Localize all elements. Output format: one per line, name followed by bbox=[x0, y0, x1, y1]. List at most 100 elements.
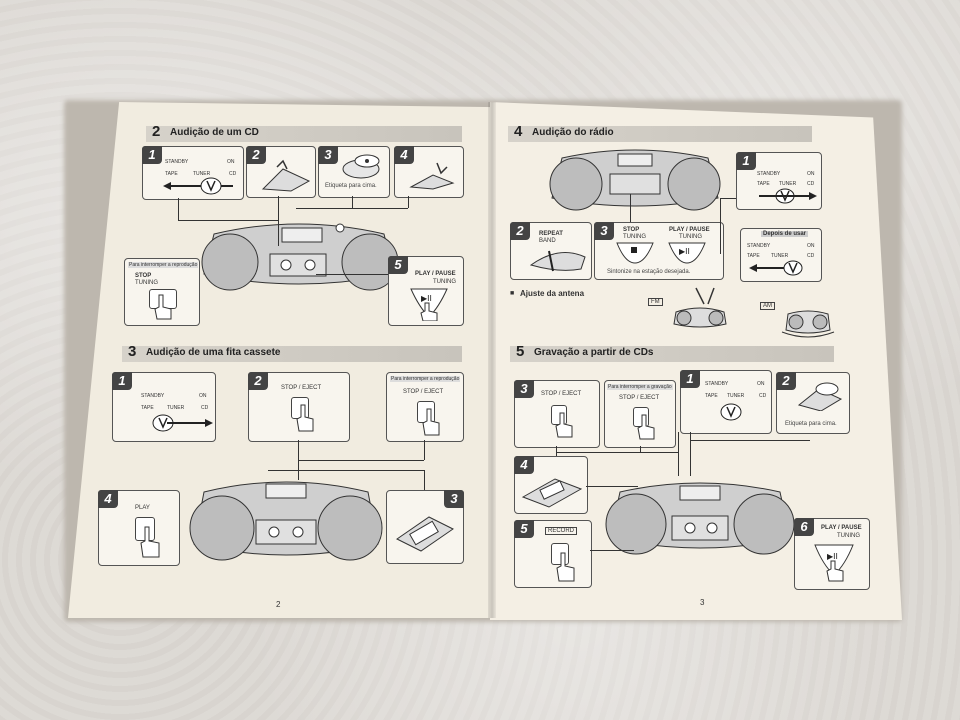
fm-antenna-boombox-icon bbox=[673, 287, 727, 328]
radio-boombox-illustration bbox=[549, 149, 721, 211]
connector-line bbox=[316, 274, 388, 275]
tune-station-caption: Sintonize na estação desejada. bbox=[607, 269, 691, 275]
rec-step-3-number: 3 bbox=[514, 380, 534, 398]
tape-step-4-number: 4 bbox=[98, 490, 118, 508]
rec-stop-eject-label: STOP / EJECT bbox=[541, 391, 582, 397]
cd-step-4-number: 4 bbox=[394, 146, 414, 164]
pressing-finger-icon bbox=[154, 294, 172, 320]
connector-line bbox=[298, 460, 424, 461]
tape-step-4-box: 4 PLAY bbox=[98, 490, 180, 566]
radio-play-sub: TUNING bbox=[679, 234, 702, 240]
svg-text:▶II: ▶II bbox=[679, 247, 690, 256]
switch-label-on: ON bbox=[807, 243, 815, 249]
tape-stop-eject-label: STOP / EJECT bbox=[281, 385, 322, 391]
recording-boombox-illustration bbox=[605, 482, 795, 555]
insert-cassette-icon bbox=[396, 516, 454, 552]
rec-play-label: PLAY / PAUSE bbox=[821, 525, 862, 531]
switch-label-cd: CD bbox=[807, 253, 815, 259]
switch-label-cd: CD bbox=[201, 405, 209, 411]
section-5-header: 5 Gravação a partir de CDs bbox=[510, 343, 834, 362]
insert-blank-cassette-icon bbox=[521, 478, 583, 508]
close-lid-icon bbox=[409, 162, 455, 190]
am-label: AM bbox=[760, 302, 775, 310]
after-use-box: Depois de usar STANDBY ON TAPE TUNER CD bbox=[740, 228, 822, 282]
rec-step-5-number: 5 bbox=[514, 520, 534, 538]
connector-line bbox=[424, 440, 425, 460]
antenna-bullet-icon: ■ bbox=[510, 290, 515, 297]
tape-step-1-box: 1 STANDBY ON TAPE TUNER CD bbox=[112, 372, 216, 442]
cd-step-3-box: 3 Etiqueta para cima. bbox=[318, 146, 390, 198]
section-3-header: 3 Audição de uma fita cassete bbox=[122, 343, 462, 362]
section-3-number: 3 bbox=[128, 343, 137, 360]
switch-label-standby: STANDBY bbox=[757, 171, 781, 177]
switch-label-standby: STANDBY bbox=[165, 159, 189, 165]
radio-step-2-number: 2 bbox=[510, 222, 530, 240]
cd-step-5-number: 5 bbox=[388, 256, 408, 274]
cd-stop-box: Para interromper a reprodução STOP TUNIN… bbox=[124, 258, 200, 326]
selector-switch-icon bbox=[749, 260, 803, 276]
radio-play-label: PLAY / PAUSE bbox=[669, 227, 710, 233]
section-4-header: 4 Audição do rádio bbox=[508, 123, 812, 142]
stop-tuning-button-icon bbox=[616, 242, 654, 264]
record-label: RECORD bbox=[545, 527, 578, 535]
switch-label-tuner: TUNER bbox=[193, 171, 211, 177]
rec-stop-box: Para interromper a gravação STOP / EJECT bbox=[604, 380, 676, 448]
switch-label-standby: STANDBY bbox=[747, 243, 771, 249]
svg-text:▶II: ▶II bbox=[421, 294, 432, 303]
left-page-number: 2 bbox=[276, 600, 281, 609]
switch-label-tape: TAPE bbox=[705, 393, 718, 399]
switch-label-tape: TAPE bbox=[141, 405, 154, 411]
section-2-title: Audição de um CD bbox=[170, 127, 259, 138]
play-pause-button-icon: ▶II bbox=[410, 288, 448, 321]
rec-step-4-box: 4 bbox=[514, 456, 588, 514]
switch-label-tape: TAPE bbox=[757, 181, 770, 187]
tape-step-1-number: 1 bbox=[112, 372, 132, 390]
rec-step-2-box: 2 Etiqueta para cima. bbox=[776, 372, 850, 434]
switch-label-tape: TAPE bbox=[165, 171, 178, 177]
band-label: BAND bbox=[539, 238, 556, 244]
connector-line bbox=[556, 446, 557, 456]
radio-step-3-number: 3 bbox=[594, 222, 614, 240]
tape-stop-label: STOP / EJECT bbox=[403, 389, 444, 395]
cd-step-3-number: 3 bbox=[318, 146, 338, 164]
rec-play-sub: TUNING bbox=[837, 533, 860, 539]
cd-boombox-illustration bbox=[201, 223, 399, 291]
open-lid-icon bbox=[261, 159, 311, 192]
after-use-header: Depois de usar bbox=[761, 231, 809, 237]
antenna-title: Ajuste da antena bbox=[520, 289, 585, 298]
switch-label-cd: CD bbox=[759, 393, 767, 399]
switch-label-tuner: TUNER bbox=[771, 253, 789, 259]
rec-step-3-box: 3 STOP / EJECT bbox=[514, 380, 600, 448]
cd-step-4-box: 4 bbox=[394, 146, 464, 198]
left-page: 2 Audição de um CD 1 STANDBY ON TAPE TUN… bbox=[68, 102, 494, 618]
connector-line bbox=[690, 432, 691, 476]
selector-switch-icon bbox=[720, 403, 742, 421]
radio-step-2-box: 2 REPEAT BAND bbox=[510, 222, 592, 280]
repeat-label: REPEAT bbox=[539, 231, 563, 237]
radio-step-3-box: 3 STOP TUNING PLAY / PAUSE TUNING ▶II Si… bbox=[594, 222, 724, 280]
section-2-number: 2 bbox=[152, 123, 161, 140]
pressing-finger-icon bbox=[296, 404, 314, 432]
pressing-finger-icon bbox=[140, 526, 160, 558]
cd-play-label: PLAY / PAUSE bbox=[415, 271, 456, 277]
section-5-number: 5 bbox=[516, 343, 525, 360]
connector-line bbox=[178, 220, 278, 221]
connector-line bbox=[296, 208, 408, 209]
tape-boombox-illustration bbox=[189, 481, 383, 561]
pressing-finger-icon bbox=[555, 412, 573, 438]
cd-step-2-number: 2 bbox=[246, 146, 266, 164]
rec-step-6-number: 6 bbox=[794, 518, 814, 536]
rec-step-6-box: 6 PLAY / PAUSE TUNING ▶II bbox=[794, 518, 870, 590]
booklet-gutter bbox=[488, 102, 496, 618]
connector-line bbox=[640, 446, 641, 452]
section-4-title: Audição do rádio bbox=[532, 127, 614, 138]
switch-label-on: ON bbox=[199, 393, 207, 399]
tape-stop-header: Para interromper a reprodução bbox=[390, 376, 461, 382]
cd-step-5-box: 5 PLAY / PAUSE TUNING ▶II bbox=[388, 256, 464, 326]
cd-stop-sub: TUNING bbox=[135, 280, 158, 286]
insert-disc-icon bbox=[342, 154, 380, 179]
section-2-header: 2 Audição de um CD bbox=[146, 123, 462, 142]
connector-line bbox=[352, 196, 353, 208]
radio-step-1-box: 1 STANDBY ON TAPE TUNER CD bbox=[736, 152, 822, 210]
